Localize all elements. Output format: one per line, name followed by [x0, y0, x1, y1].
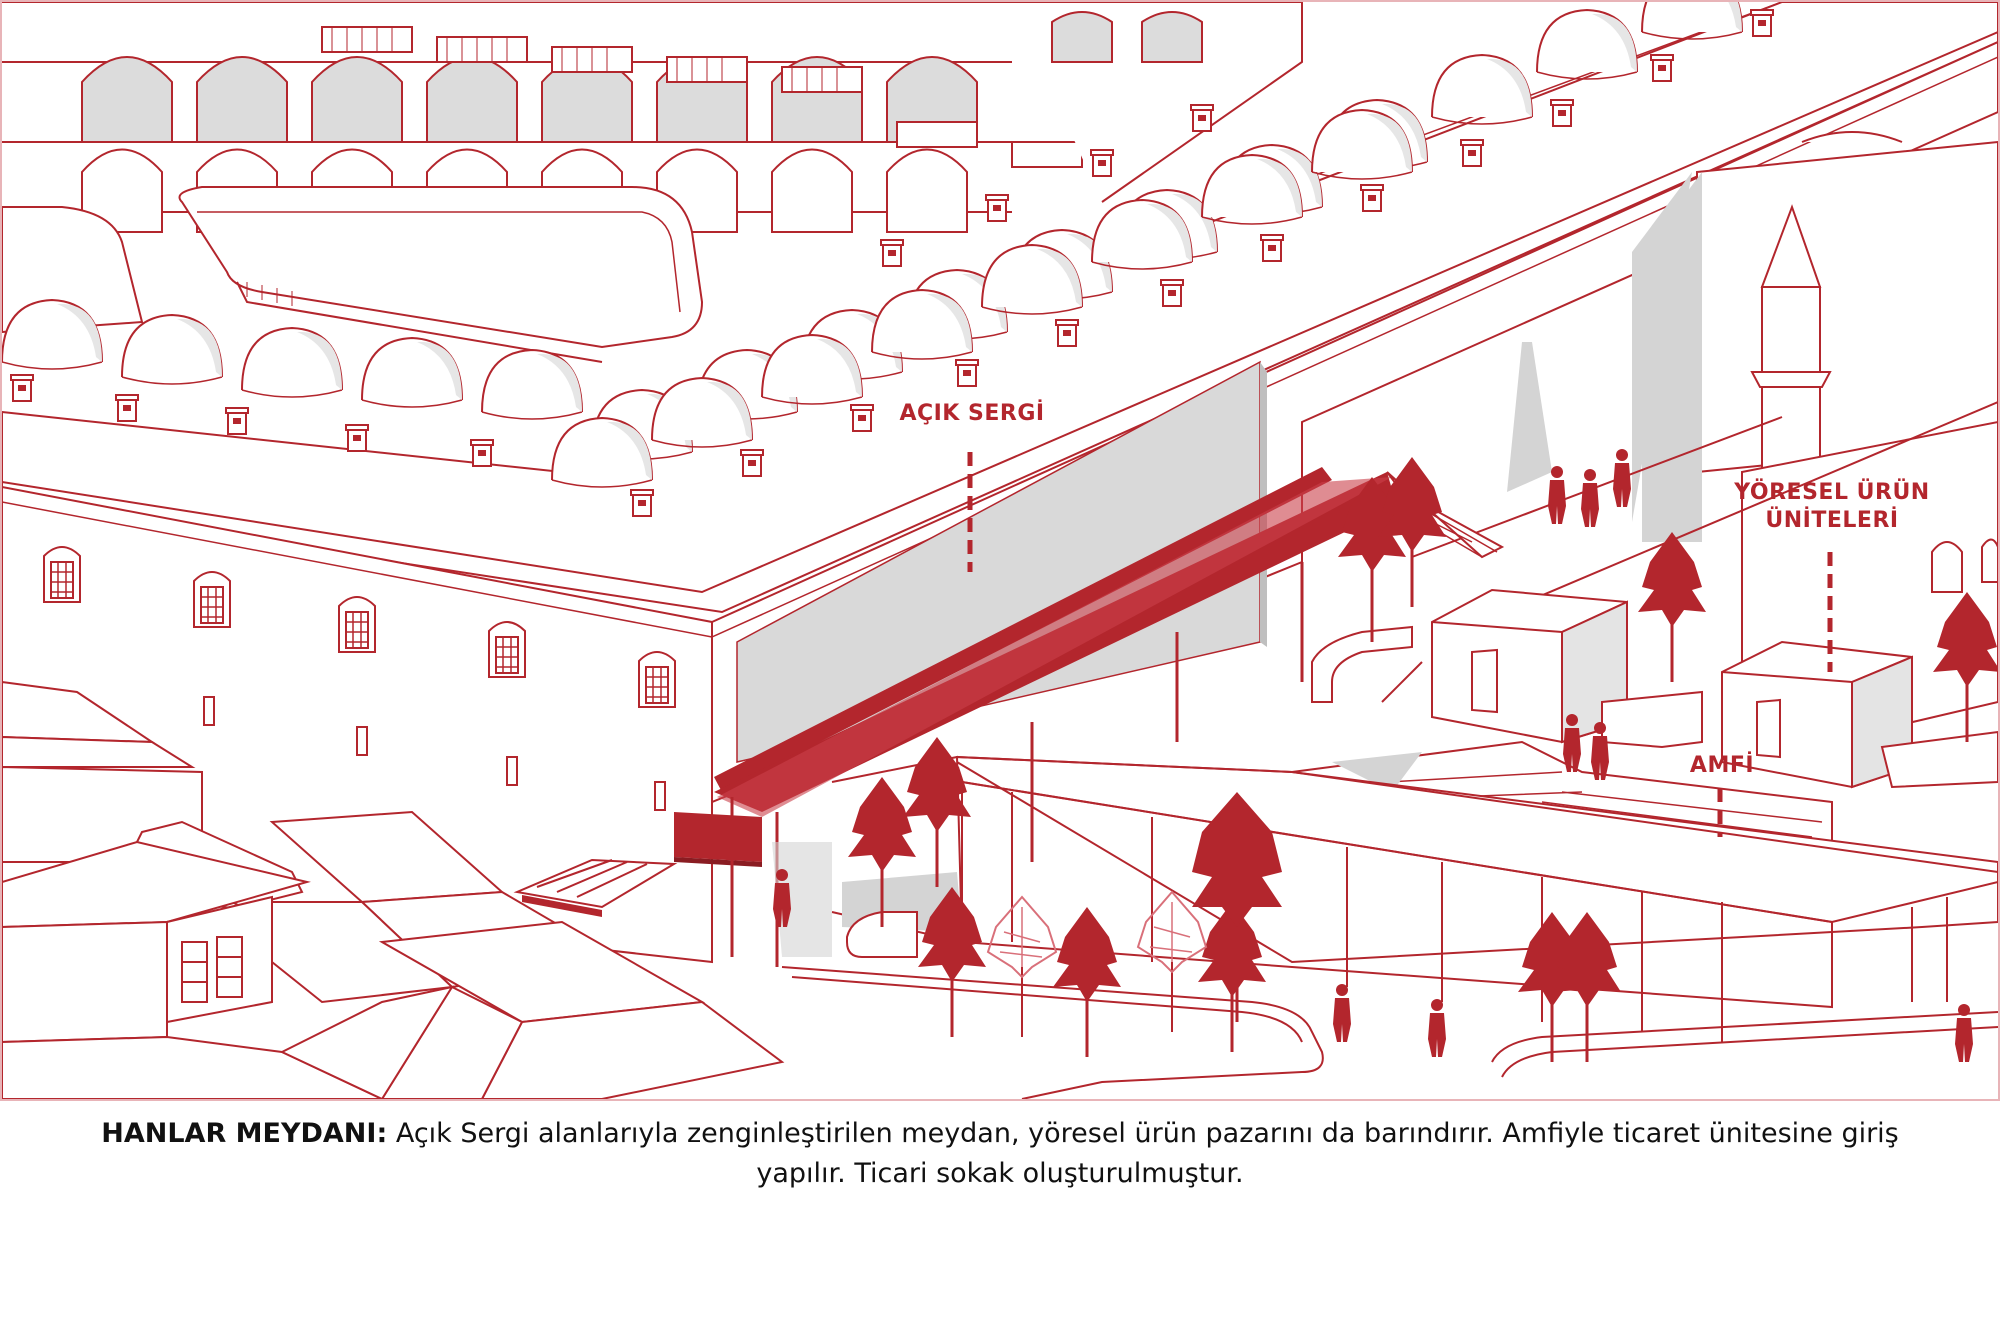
caption-text: Açık Sergi alanlarıyla zenginleştirilen … — [387, 1118, 1899, 1189]
label-acik-sergi: AÇIK SERGİ — [899, 400, 1044, 572]
label-acik-sergi-text: AÇIK SERGİ — [899, 400, 1044, 426]
figure-caption: HANLAR MEYDANI: Açık Sergi alanlarıyla z… — [60, 1114, 1940, 1194]
glass-corridor — [831, 755, 1998, 1042]
label-yoresel-urun: YÖRESEL ÜRÜN ÜNİTELERİ — [1733, 479, 1929, 672]
foreground-houses — [2, 680, 785, 1099]
axonometric-drawing: AÇIK SERGİ YÖRESEL ÜRÜN ÜNİTELERİ AMFİ — [0, 0, 2000, 1101]
label-yoresel-urun-line2: ÜNİTELERİ — [1765, 507, 1898, 533]
label-yoresel-urun-line1: YÖRESEL ÜRÜN — [1733, 479, 1929, 505]
label-amfi: AMFİ — [1690, 752, 1754, 837]
retail-unit-1 — [1431, 588, 1628, 744]
courtyard-basin — [2, 186, 704, 363]
trees — [846, 455, 1998, 1064]
planters — [1311, 625, 1998, 789]
caption-title: HANLAR MEYDANI: — [101, 1118, 388, 1149]
red-exhibition-bridge — [513, 467, 1505, 967]
label-amfi-text: AMFİ — [1690, 752, 1754, 778]
retail-unit-2 — [1721, 640, 1913, 789]
